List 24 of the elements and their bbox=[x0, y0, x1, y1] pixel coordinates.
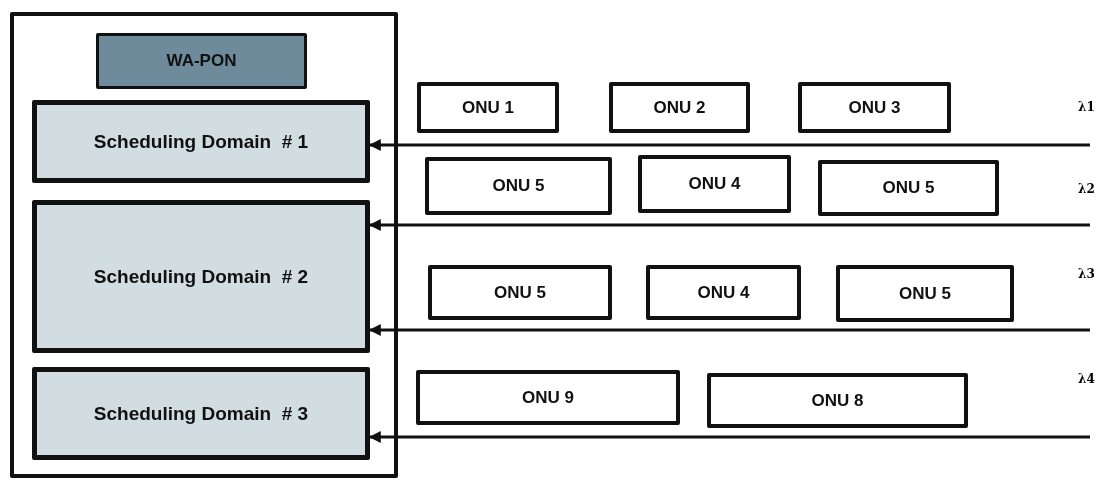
arrow bbox=[368, 324, 1090, 336]
frame-box bbox=[10, 12, 398, 478]
onu-box: ONU 8 bbox=[707, 373, 968, 428]
onu-box: ONU 3 bbox=[798, 82, 951, 133]
domain-box: Scheduling Domain # 2 bbox=[32, 200, 370, 353]
onu-box: ONU 9 bbox=[416, 370, 680, 425]
arrow bbox=[368, 139, 1090, 151]
domain-box: Scheduling Domain # 1 bbox=[32, 100, 370, 183]
wavelength-label: λ1 bbox=[1078, 100, 1095, 114]
arrow bbox=[368, 219, 1090, 231]
onu-box: ONU 1 bbox=[417, 82, 559, 133]
onu-box: ONU 2 bbox=[609, 82, 750, 133]
onu-box: ONU 5 bbox=[818, 160, 999, 216]
onu-box: ONU 4 bbox=[638, 155, 791, 213]
onu-box: ONU 5 bbox=[425, 157, 612, 215]
wavelength-label: λ2 bbox=[1078, 182, 1095, 196]
title-box: WA-PON bbox=[96, 33, 307, 89]
onu-box: ONU 5 bbox=[428, 265, 612, 320]
onu-box: ONU 5 bbox=[836, 265, 1014, 322]
onu-box: ONU 4 bbox=[646, 265, 801, 320]
arrow bbox=[368, 431, 1090, 443]
wavelength-label: λ4 bbox=[1078, 372, 1095, 386]
domain-box: Scheduling Domain # 3 bbox=[32, 367, 370, 460]
wavelength-label: λ3 bbox=[1078, 267, 1095, 281]
